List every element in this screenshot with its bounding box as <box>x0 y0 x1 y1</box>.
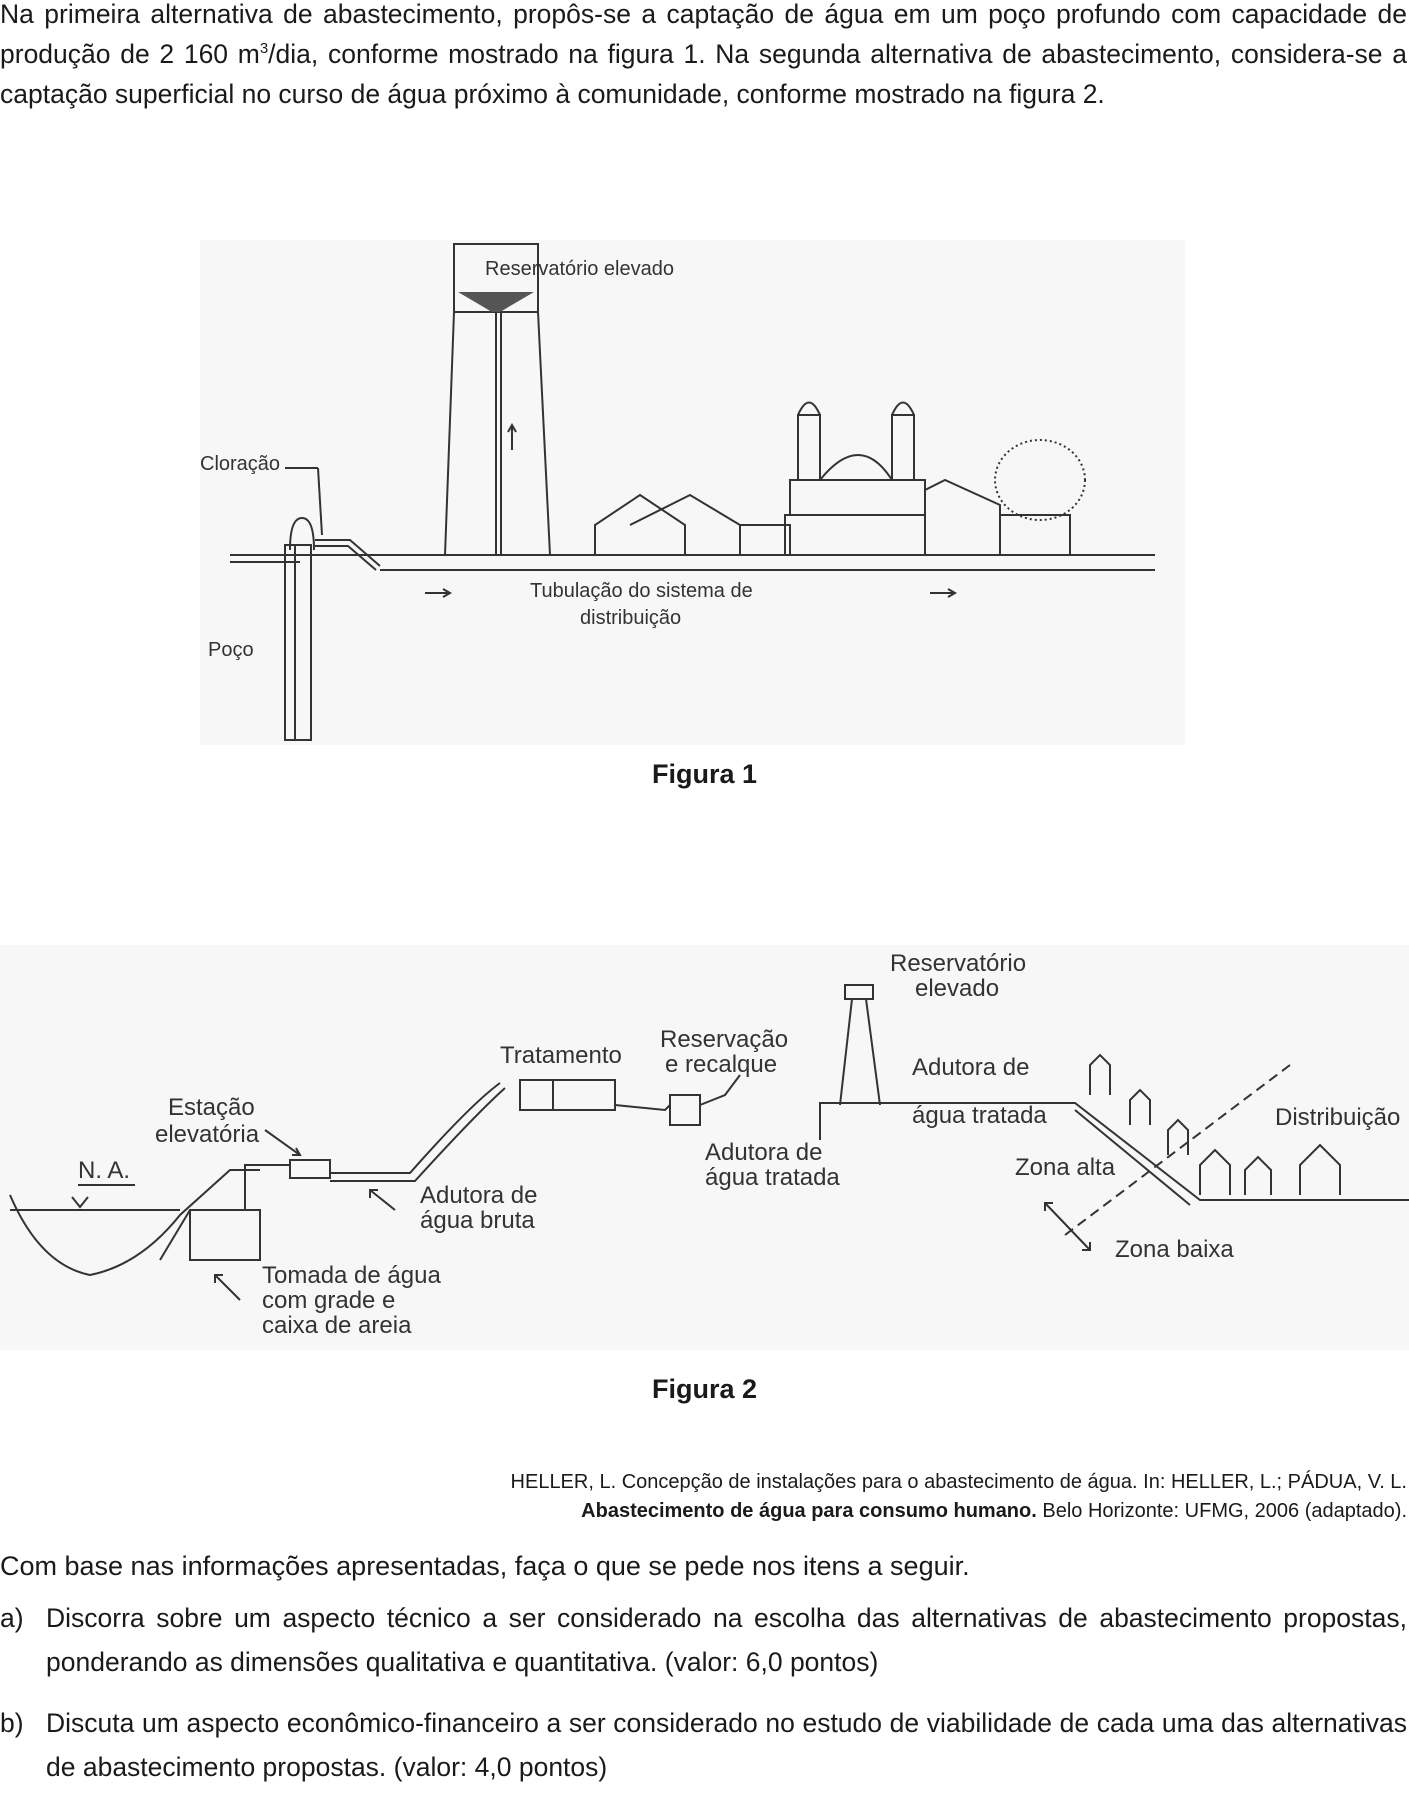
fig1-label-tubulacao-2: distribuição <box>580 607 681 629</box>
fig2-label-na: N. A. <box>78 1157 130 1184</box>
source-citation: HELLER, L. Concepção de instalações para… <box>0 1468 1407 1526</box>
questions-intro: Com base nas informações apresentadas, f… <box>0 1551 970 1581</box>
fig2-label-zona-baixa: Zona baixa <box>1115 1236 1234 1263</box>
item-a-text: Discorra sobre um aspecto técnico a ser … <box>46 1603 1407 1677</box>
source-book-title: Abastecimento de água para consumo human… <box>581 1500 1037 1522</box>
source-line-2: Abastecimento de água para consumo human… <box>0 1497 1407 1526</box>
fig2-label-tomada-2: com grade e <box>262 1287 395 1314</box>
fig2-label-reservacao-2: e recalque <box>665 1051 777 1078</box>
intro-superscript: 3 <box>259 40 269 58</box>
item-b-label: b) <box>0 1708 24 1738</box>
question-item-a: a) Discorra sobre um aspecto técnico a s… <box>0 1596 1407 1684</box>
fig2-label-reservacao-1: Reservação <box>660 1026 788 1053</box>
intro-text-part2: /dia, conforme mostrado na figura 1. Na … <box>0 39 1407 109</box>
figure-1-diagram: Reservatório elevado Cloração Poço Tubul… <box>200 240 1185 745</box>
fig2-label-tomada-3: caixa de areia <box>262 1312 412 1339</box>
question-item-b: b) Discuta um aspecto econômico-financei… <box>0 1701 1407 1789</box>
intro-paragraph: Na primeira alternativa de abastecimento… <box>0 0 1407 114</box>
fig2-label-estacao-2: elevatória <box>155 1121 260 1148</box>
fig1-label-poco: Poço <box>208 639 254 661</box>
fig2-label-zona-alta: Zona alta <box>1015 1154 1116 1181</box>
figure-2-caption: Figura 2 <box>651 1374 758 1404</box>
source-line-1: HELLER, L. Concepção de instalações para… <box>510 1471 1407 1493</box>
fig2-label-tomada-1: Tomada de água <box>262 1262 441 1289</box>
figure-2-diagram: N. A. Estação elevatória Tomada de água … <box>0 945 1409 1350</box>
fig2-label-adutora-tratada-a1: Adutora de <box>705 1139 822 1166</box>
source-line-2-rest: Belo Horizonte: UFMG, 2006 (adaptado). <box>1036 1500 1407 1522</box>
item-a-label: a) <box>0 1603 24 1633</box>
fig2-label-adutora-bruta-1: Adutora de <box>420 1182 537 1209</box>
figure-1-caption: Figura 1 <box>651 759 758 789</box>
fig1-label-tubulacao-1: Tubulação do sistema de <box>530 580 753 602</box>
fig2-label-adutora-tratada-a2: água tratada <box>705 1164 840 1191</box>
fig2-label-reservatorio-2: elevado <box>915 975 999 1002</box>
fig2-label-reservatorio-1: Reservatório <box>890 950 1026 977</box>
item-b-text: Discuta um aspecto econômico-financeiro … <box>46 1708 1407 1782</box>
fig2-label-distribuicao: Distribuição <box>1275 1104 1400 1131</box>
fig2-label-adutora-tratada-b2: água tratada <box>912 1102 1047 1129</box>
fig1-label-cloracao: Cloração <box>200 453 280 475</box>
intro-text-part1: Na primeira alternativa de abastecimento… <box>0 0 1407 69</box>
fig2-label-estacao-1: Estação <box>168 1094 255 1121</box>
fig2-label-tratamento: Tratamento <box>500 1042 622 1069</box>
fig2-label-adutora-bruta-2: água bruta <box>420 1207 535 1234</box>
fig2-label-adutora-tratada-b1: Adutora de <box>912 1054 1029 1081</box>
fig1-label-reservatorio: Reservatório elevado <box>485 258 674 280</box>
